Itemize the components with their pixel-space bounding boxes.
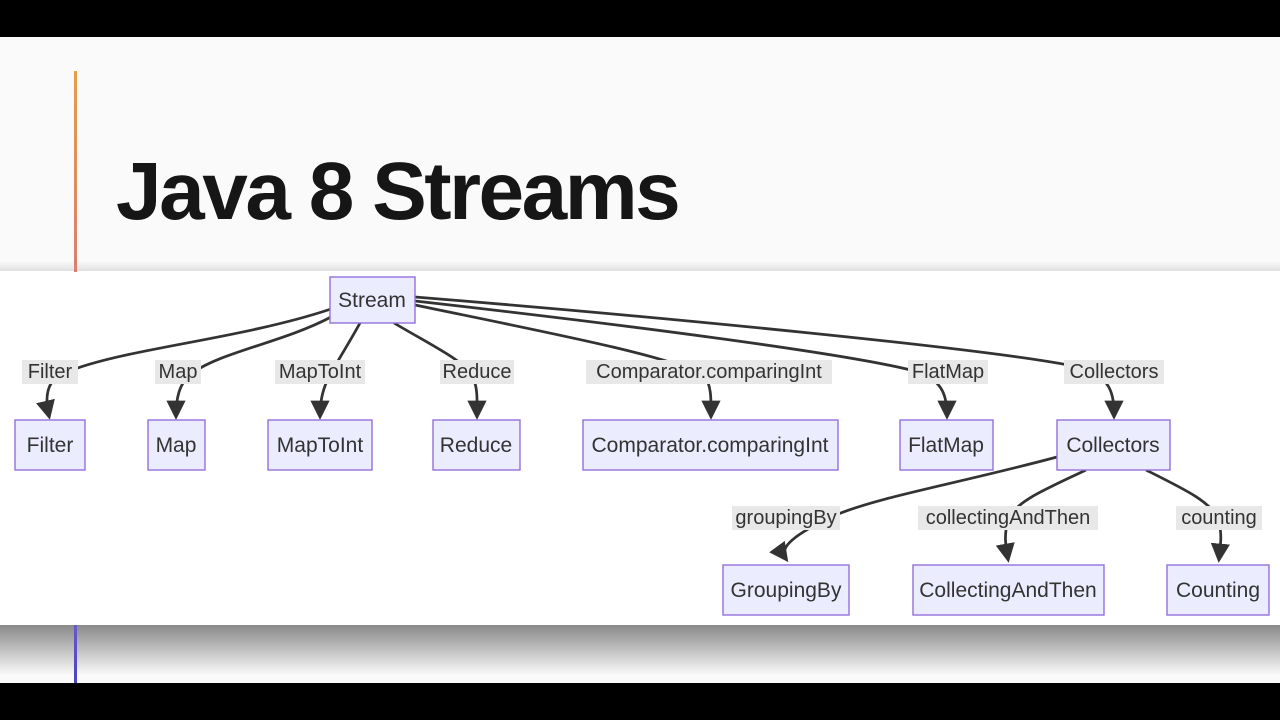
node-filter: Filter (14, 419, 86, 471)
edge-label-flatmap-bg (908, 360, 988, 384)
edge-label-collectors-text: Collectors (1070, 361, 1159, 383)
node-maptoint: MapToInt (267, 419, 373, 471)
edge-label-filter-text: Filter (28, 361, 73, 383)
edge-label-collectingandthen-text: collectingAndThen (926, 507, 1091, 529)
edge-label-collectingandthen: collectingAndThen (918, 506, 1098, 530)
edge-label-map: Map (155, 360, 201, 384)
node-maptoint-box (267, 419, 373, 471)
edge-label-groupingby-text: groupingBy (735, 507, 836, 529)
slide-title: Java 8 Streams (116, 145, 681, 237)
edge-stream-collectors (414, 295, 1124, 420)
top-letterbox-bar (0, 0, 1280, 37)
edge-label-maptoint-bg (275, 360, 365, 384)
edge-label-maptoint: MapToInt (275, 360, 365, 384)
edge-label-maptoint-text: MapToInt (279, 361, 362, 383)
edge-stream-flatmap (414, 299, 957, 420)
node-comparator-text: Comparator.comparingInt (592, 434, 829, 457)
edge-label-counting-bg (1176, 506, 1262, 530)
node-stream-box (329, 276, 416, 324)
node-comparator-box (582, 419, 839, 471)
node-flatmap-text: FlatMap (908, 434, 984, 457)
node-reduce-box (432, 419, 521, 471)
stream-tree-diagram-panel: Filter Map MapToInt Reduce Comparator.co… (0, 271, 1280, 625)
node-groupingby-text: GroupingBy (731, 579, 842, 602)
edge-label-collectingandthen-bg (918, 506, 1098, 530)
edge-collectors-groupingby (769, 455, 1058, 563)
edge-stream-filter (36, 307, 332, 420)
edge-label-groupingby-bg (732, 506, 840, 530)
edge-label-map-text: Map (159, 361, 198, 383)
node-collectingandthen-box (912, 564, 1105, 616)
stream-tree-diagram: Filter Map MapToInt Reduce Comparator.co… (14, 276, 1270, 616)
diagram-panel-top-shadow (0, 261, 1280, 271)
node-filter-text: Filter (27, 434, 74, 457)
edge-label-counting-text: counting (1181, 507, 1257, 529)
edge-label-comparator: Comparator.comparingInt (586, 360, 832, 384)
edge-label-comparator-bg (586, 360, 832, 384)
accent-line-lower (74, 625, 77, 683)
edge-label-collectors: Collectors (1064, 360, 1164, 384)
node-collectingandthen: CollectingAndThen (912, 564, 1105, 616)
edge-label-flatmap-text: FlatMap (912, 361, 984, 383)
node-map: Map (147, 419, 206, 471)
diagram-panel-bottom-shadow (0, 625, 1280, 675)
node-groupingby-box (722, 564, 850, 616)
node-counting-box (1166, 564, 1270, 616)
edge-label-map-bg (155, 360, 201, 384)
node-flatmap-box (899, 419, 994, 471)
node-reduce-text: Reduce (440, 434, 512, 457)
node-map-text: Map (156, 434, 197, 457)
edge-label-groupingby: groupingBy (732, 506, 840, 530)
node-reduce: Reduce (432, 419, 521, 471)
edge-label-reduce-bg (440, 360, 514, 384)
node-maptoint-text: MapToInt (277, 434, 364, 457)
node-groupingby: GroupingBy (722, 564, 850, 616)
edge-label-reduce-text: Reduce (443, 361, 512, 383)
accent-line-upper (74, 71, 77, 272)
node-stream: Stream (329, 276, 416, 324)
edge-label-comparator-text: Comparator.comparingInt (596, 361, 822, 383)
edge-label-collectors-bg (1064, 360, 1164, 384)
edge-label-reduce: Reduce (440, 360, 514, 384)
node-stream-text: Stream (338, 289, 406, 312)
node-flatmap: FlatMap (899, 419, 994, 471)
edge-label-filter-bg (22, 360, 78, 384)
bottom-letterbox-bar (0, 683, 1280, 720)
node-comparator: Comparator.comparingInt (582, 419, 839, 471)
node-collectors-box (1056, 419, 1171, 471)
node-filter-box (14, 419, 86, 471)
node-map-box (147, 419, 206, 471)
node-collectors-text: Collectors (1066, 434, 1159, 457)
edge-label-flatmap: FlatMap (908, 360, 988, 384)
edge-label-filter: Filter (22, 360, 78, 384)
node-collectors: Collectors (1056, 419, 1171, 471)
node-collectingandthen-text: CollectingAndThen (919, 579, 1096, 602)
edge-label-counting: counting (1176, 506, 1262, 530)
node-counting-text: Counting (1176, 579, 1260, 602)
node-counting: Counting (1166, 564, 1270, 616)
